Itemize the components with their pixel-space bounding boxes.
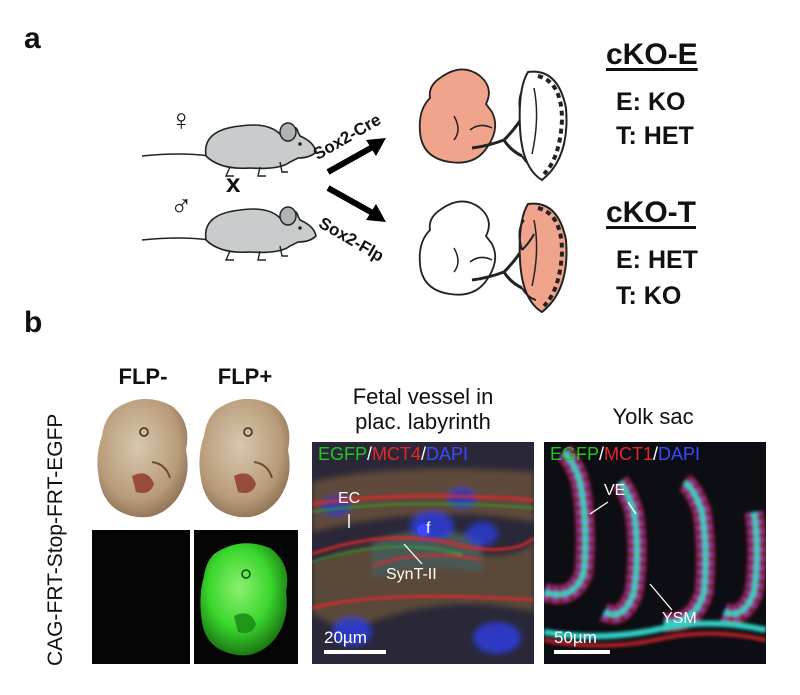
fluorescence-flp-minus: [92, 530, 190, 664]
embryo-placenta-cko-e: [418, 68, 568, 182]
cross-arrows: [326, 138, 386, 222]
col-flp-plus: FLP+: [217, 364, 273, 389]
genotype-cko-t-trophoblast: T: KO: [616, 282, 682, 310]
genotype-cko-t-title: cKO-T: [606, 196, 696, 229]
placenta-stain-egfp: EGFP: [318, 444, 368, 464]
label-f: f: [426, 520, 431, 537]
image-left-title-line2: plac. labyrinth: [355, 409, 491, 434]
yolk-sac-scale-bar: [554, 650, 610, 654]
placenta-tissue: [312, 442, 534, 664]
placenta-scale-bar: [324, 650, 386, 654]
male-mouse-illustration: [141, 206, 317, 261]
egfp-embryo: [200, 543, 288, 656]
female-symbol: ♀: [170, 104, 193, 137]
micrograph-placenta: EGFP/MCT4/DAPI EC f SynT-II 20µm: [312, 442, 534, 664]
genotype-cko-e-trophoblast: T: HET: [616, 122, 694, 150]
genotype-cko-e-title: cKO-E: [606, 38, 698, 71]
fluorescence-flp-plus: [194, 530, 298, 664]
label-ve: VE: [604, 482, 626, 499]
genotype-cko-e-embryo: E: KO: [616, 88, 686, 116]
image-right-title: Yolk sac: [612, 404, 694, 429]
female-mouse-illustration: [141, 122, 317, 177]
micrograph-yolk-sac: EGFP/MCT1/DAPI VE YSM 50µm: [544, 442, 766, 664]
embryo-brightfield-flp-plus: [199, 398, 290, 518]
placenta-scale-label: 20µm: [324, 628, 367, 647]
image-left-title-line1: Fetal vessel in: [352, 384, 494, 409]
placenta-stain-dapi: DAPI: [426, 444, 469, 464]
male-symbol: ♂: [170, 190, 193, 223]
yolk-sac-stain-mct1: MCT1: [604, 444, 654, 464]
col-flp-minus: FLP-: [118, 364, 168, 389]
yolk-sac-scale-label: 50µm: [554, 628, 597, 647]
embryo-brightfield-flp-minus: [97, 398, 188, 518]
placenta-stain-legend: EGFP/MCT4/DAPI: [318, 444, 469, 464]
panel-b-letter: b: [24, 306, 43, 339]
yolk-sac-tissue: [544, 442, 766, 664]
genotype-cko-t-embryo: E: HET: [616, 246, 698, 274]
reporter-label: CAG-FRT-Stop-FRT-EGFP: [44, 413, 67, 666]
image-left-title: Fetal vessel in plac. labyrinth: [310, 384, 536, 434]
placenta-stain-mct4: MCT4: [372, 444, 422, 464]
yolk-sac-stain-legend: EGFP/MCT1/DAPI: [550, 444, 701, 464]
embryo-placenta-cko-t: [418, 200, 568, 314]
yolk-sac-stain-egfp: EGFP: [550, 444, 600, 464]
label-synt-ii: SynT-II: [386, 566, 437, 583]
yolk-sac-stain-dapi: DAPI: [658, 444, 701, 464]
label-ysm: YSM: [662, 610, 697, 627]
label-ec: EC: [338, 490, 361, 507]
panel-a-letter: a: [24, 22, 41, 55]
